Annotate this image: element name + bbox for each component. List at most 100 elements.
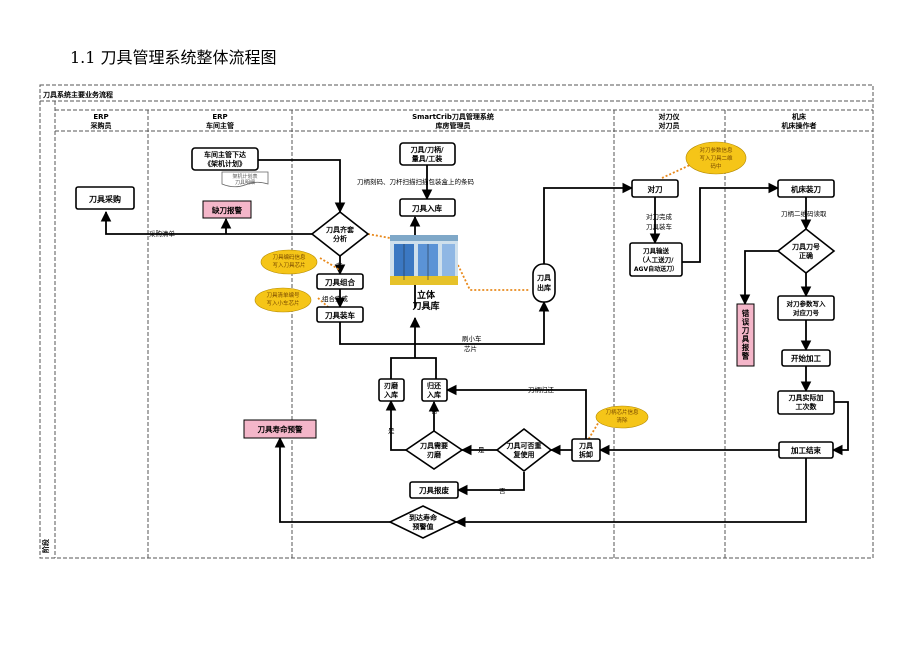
- node-plan: [191, 147, 259, 171]
- edge-label-preset-done-line1: 对刀完成: [646, 212, 673, 221]
- lane-supervisor-system: ERP: [212, 113, 227, 121]
- lane-warehouse-system: SmartCrib刀具管理系统: [412, 112, 494, 121]
- note-encode-line2: 写入刀具芯片: [272, 261, 305, 269]
- node-send-line1: 刀具输送: [643, 246, 670, 255]
- diagram-frame: [39, 84, 874, 559]
- node-plan-line1: 车间主管下达: [204, 150, 246, 159]
- node-machine-load: [777, 179, 835, 198]
- lane-warehouse-role: 库房管理员: [436, 121, 471, 130]
- node-outbound-line2: 出库: [537, 283, 551, 292]
- page-heading: 1.1 刀具管理系统整体流程图: [70, 48, 277, 67]
- node-check-line2: 分析: [333, 234, 347, 243]
- node-dismantle-line2: 拆卸: [579, 450, 593, 459]
- node-tool-no-line2: 正确: [799, 251, 813, 260]
- lane-purchaser-system: ERP: [93, 113, 108, 121]
- note-list: [254, 287, 312, 313]
- plan-doc-line1: 架机计划表: [232, 173, 257, 180]
- note-encode-line1: 刀具编码信息: [272, 253, 306, 261]
- node-start-machining-label: 开始加工: [791, 353, 821, 363]
- node-send-line3: AGV自动送刀）: [634, 265, 678, 273]
- node-start-machining: [781, 349, 831, 367]
- edge-label-handle-return: 刀柄归还: [528, 385, 555, 394]
- node-return-in-line1: 归还: [427, 381, 442, 390]
- node-reusable-line2: 复使用: [513, 450, 535, 459]
- edge-label-no: 非: [336, 261, 343, 270]
- edge-label-scan: 刀柄刻码、刀杆扫描扫描包装盒上的条码: [357, 177, 475, 186]
- node-reusable-line1: 刀具可否重: [507, 441, 542, 450]
- lane-preset-role: 对刀员: [659, 121, 680, 130]
- node-inbound: [399, 198, 456, 217]
- node-assemble: [316, 273, 364, 290]
- node-send-line2: （人工送刀/: [639, 255, 675, 264]
- node-dismantle: [571, 438, 601, 462]
- lane-supervisor-role: 车间主管: [206, 121, 234, 130]
- note-params-line3: 码中: [710, 162, 721, 170]
- note-chip-clear: [595, 405, 649, 429]
- node-presetting-label: 对刀: [648, 184, 663, 194]
- edge-label-brush-chip-line1: 刷小车: [462, 334, 482, 343]
- node-check-diamond: [310, 210, 370, 258]
- node-wrong-alarm-label: 错误刀具报警: [741, 308, 750, 361]
- note-encode: [260, 249, 318, 275]
- node-purchase: [75, 186, 135, 210]
- node-receive-line2: 量具/工装: [412, 154, 443, 163]
- node-life-check-line2: 预警值: [413, 522, 434, 531]
- note-params-line1: 对刀参数信息: [699, 146, 733, 154]
- node-life-alarm: [243, 419, 317, 439]
- note-list-line1: 刀具清单编号: [266, 291, 300, 299]
- node-scrap: [409, 481, 459, 499]
- node-load-cart-label: 刀具装车: [325, 310, 355, 320]
- edge-label-assembly-done: 组合完成: [322, 294, 349, 303]
- node-end-machining-label: 加工结束: [790, 445, 821, 455]
- node-record-count: [777, 390, 835, 415]
- node-record-line2: 工次数: [796, 402, 818, 411]
- warehouse-machine-icon: [390, 235, 458, 285]
- node-need-grind-line1: 刀具需要: [420, 441, 448, 450]
- node-regrind-in: [378, 378, 405, 402]
- node-return-in: [421, 378, 448, 402]
- node-warehouse-line2: 刀具库: [412, 300, 439, 312]
- node-end-machining: [778, 441, 834, 459]
- node-dismantle-line1: 刀具: [579, 441, 593, 450]
- edge-label-preset-done-line2: 刀具装车: [646, 222, 673, 231]
- note-list-line2: 写入小车芯片: [266, 299, 299, 307]
- node-send: [629, 242, 683, 277]
- node-write-params-line2: 对应刀号: [793, 308, 820, 317]
- edge-label-no-reuse: 否: [499, 487, 506, 495]
- node-receive: [399, 142, 456, 166]
- note-params: [685, 141, 747, 175]
- node-write-params-line1: 对刀参数写入: [787, 299, 827, 308]
- node-wrong-alarm: [736, 303, 755, 367]
- node-assemble-label: 刀具组合: [325, 277, 355, 287]
- node-tool-no-diamond: [776, 227, 836, 275]
- plan-document-icon: [221, 171, 269, 188]
- node-regrind-in-line2: 入库: [383, 390, 398, 399]
- edge-label-no-grind: 否: [431, 407, 438, 415]
- stage-label: 阶段: [41, 539, 50, 553]
- node-regrind-in-line1: 刃磨: [384, 381, 398, 390]
- edge-label-yes-grind: 是: [388, 427, 395, 435]
- plan-doc-line2: 刀具明细: [235, 179, 255, 186]
- node-life-check-line1: 到达寿命: [409, 513, 438, 522]
- node-outbound: [532, 263, 556, 303]
- note-chip-line1: 刀柄芯片信息: [605, 408, 639, 416]
- edge-label-brush-chip-line2: 芯片: [464, 344, 477, 353]
- node-life-check-diamond: [388, 505, 458, 539]
- node-check-line1: 刀具齐套: [326, 225, 355, 234]
- node-shortage-report-label: 缺刀报警: [211, 205, 242, 215]
- node-reusable-diamond: [495, 427, 553, 473]
- diagram-title: 刀具系统主要业务流程: [43, 90, 113, 99]
- node-need-grind-diamond: [404, 430, 464, 470]
- node-need-grind-line2: 刃磨: [427, 450, 441, 459]
- node-life-alarm-label: 刀具寿命预警: [258, 424, 303, 434]
- note-chip-line2: 清除: [616, 416, 628, 424]
- node-tool-no-line1: 刀具刀号: [792, 242, 820, 251]
- node-load-cart: [316, 306, 364, 323]
- lane-purchaser-role: 采购员: [90, 121, 112, 130]
- node-receive-line1: 刀具/刀柄/: [410, 145, 444, 154]
- edge-label-purchase-list: 采购清单: [149, 229, 176, 238]
- edge-label-yes-reuse: 是: [478, 446, 485, 454]
- note-params-line2: 写入刀具二维: [699, 154, 733, 162]
- node-machine-load-label: 机床装刀: [791, 184, 821, 194]
